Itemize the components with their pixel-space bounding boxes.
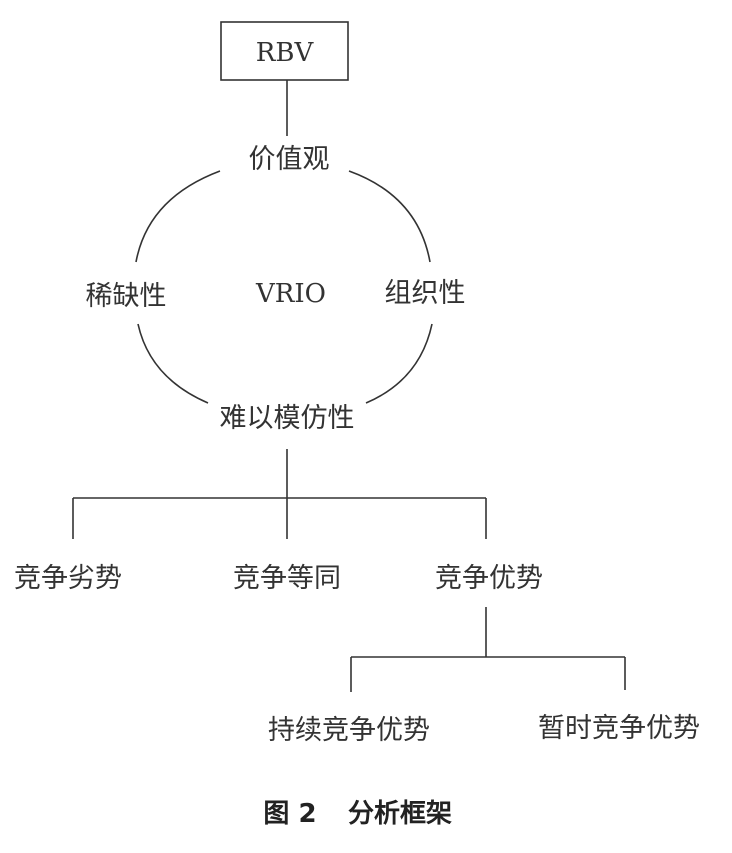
rarity-node: 稀缺性 [86,281,167,312]
arc-top-right [348,170,431,263]
vrio-center-label: VRIO [255,279,326,309]
inimitability-node: 难以模仿性 [220,403,355,434]
advantage-node: 竞争优势 [435,563,543,594]
rbv-label: RBV [256,38,315,68]
value-node: 价值观 [249,144,330,175]
organization-node: 组织性 [385,278,466,309]
disadvantage-node: 竞争劣势 [14,563,122,594]
arc-bottom-right [365,323,433,404]
sustained-advantage-node: 持续竞争优势 [268,715,430,746]
temporary-advantage-node: 暂时竞争优势 [538,713,700,744]
figure-caption-title: 分析框架 [348,799,452,829]
arc-bottom-left [137,323,209,404]
rbv-box [220,21,349,81]
arc-top-left [135,170,221,263]
parity-node: 竞争等同 [233,563,341,594]
figure-caption-label: 图 2 [263,799,316,829]
